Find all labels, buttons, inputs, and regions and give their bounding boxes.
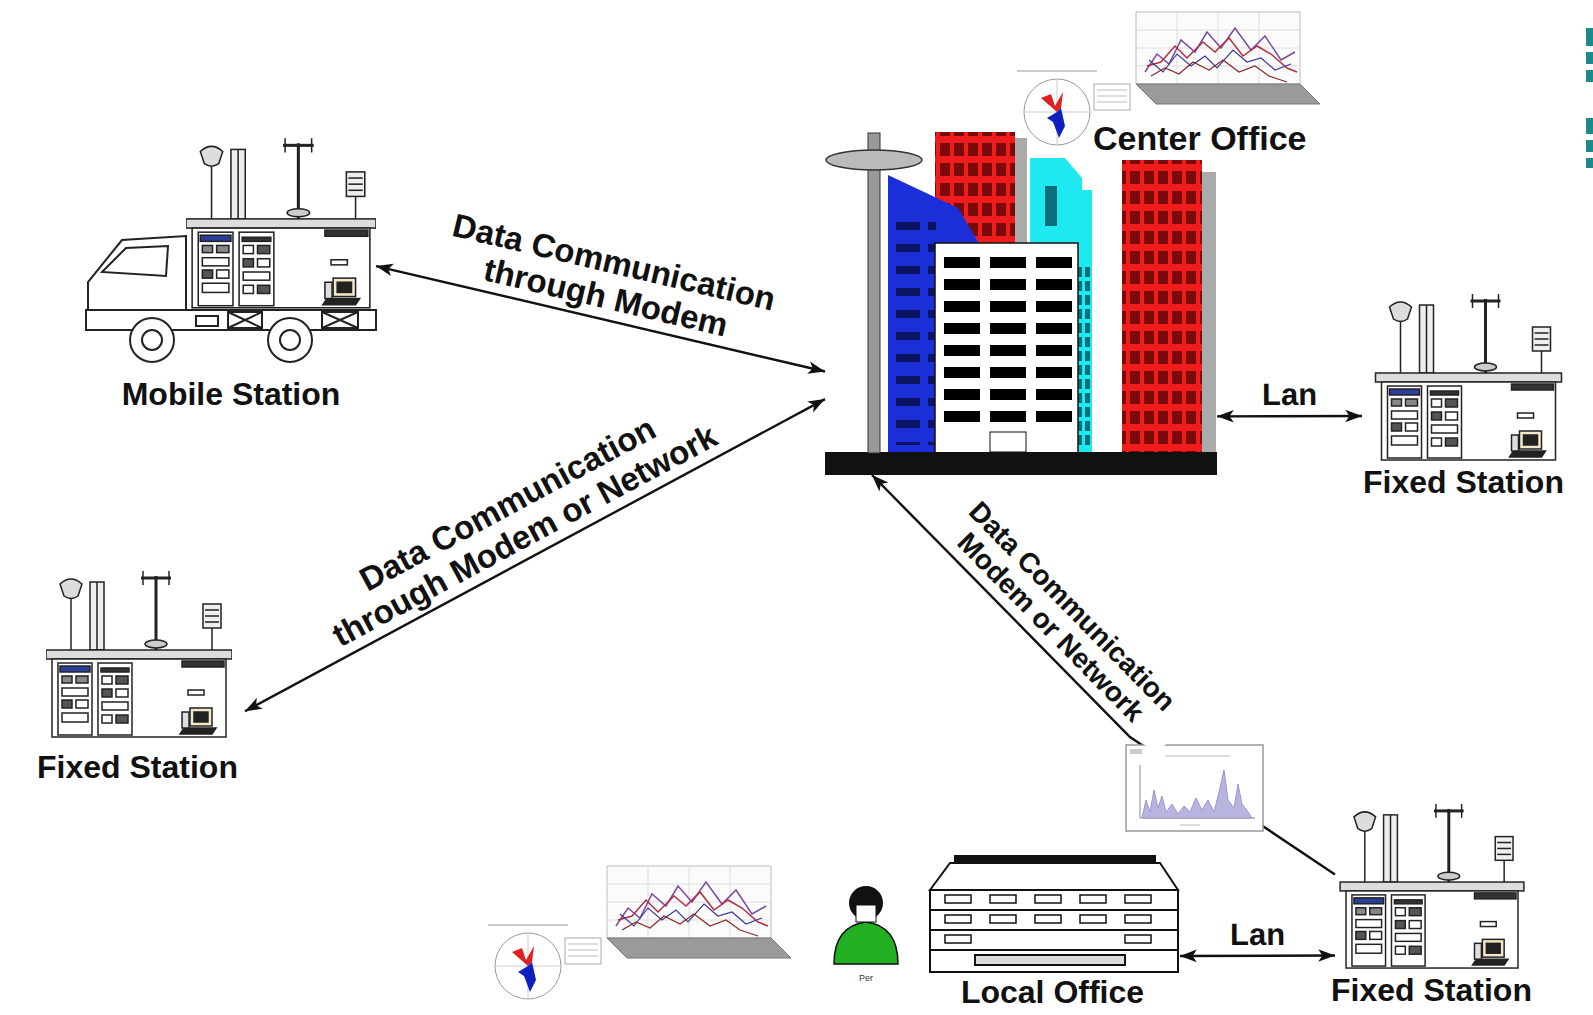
station-node: Local Office <box>925 850 1180 1013</box>
node-label: Fixed Station <box>1361 465 1566 500</box>
data-link-arrow <box>1217 415 1362 418</box>
station-node: Center Office <box>825 130 1217 475</box>
station-node: Mobile Station <box>86 137 376 414</box>
link-label: Data Communication through Modem <box>403 198 816 361</box>
node-label: Fixed Station <box>35 750 240 785</box>
station-node: Fixed Station <box>30 565 245 790</box>
link-label: Data Communication Modem or Network <box>925 479 1198 755</box>
node-label: Mobile Station <box>120 377 343 412</box>
station-node: Fixed Station <box>1335 800 1528 1013</box>
person-tag: Per <box>859 974 873 984</box>
data-link-arrow <box>245 399 825 711</box>
data-link-arrow <box>872 475 1335 875</box>
link-label: Data Communication through Modem or Netw… <box>293 377 739 662</box>
node-label: Center Office <box>1091 120 1309 157</box>
data-link-arrow <box>376 266 825 371</box>
node-label: Fixed Station <box>1329 973 1534 1008</box>
node-label: Local Office <box>959 975 1146 1010</box>
data-link-arrow <box>1180 954 1335 957</box>
link-label: Lan <box>1258 378 1321 412</box>
link-label: Lan <box>1226 918 1289 952</box>
station-node: Fixed Station <box>1362 290 1565 505</box>
